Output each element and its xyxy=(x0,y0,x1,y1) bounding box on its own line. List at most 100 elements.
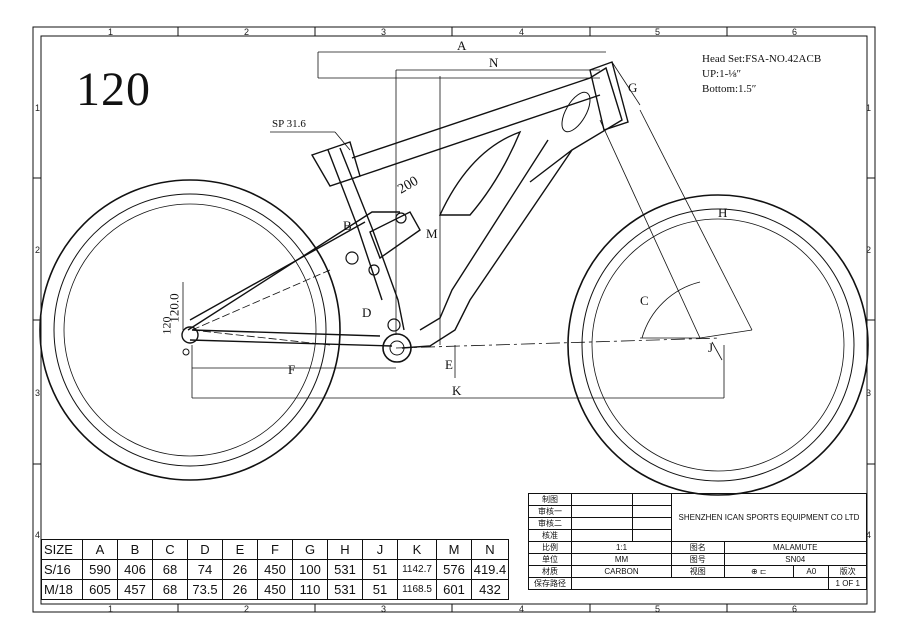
pivots xyxy=(345,212,407,332)
dim-label-h: H xyxy=(718,205,728,220)
grid-col-label: 3 xyxy=(381,27,387,37)
dim-label-n: N xyxy=(489,55,499,70)
table-cell: 73.5 xyxy=(187,579,223,600)
table-cell: 26 xyxy=(222,579,258,600)
material-value: CARBON xyxy=(571,565,672,578)
grid-col-label: 2 xyxy=(244,604,250,614)
title-block-cell xyxy=(571,493,633,506)
title-block-label: 比例 xyxy=(528,541,572,554)
table-header: SIZE xyxy=(41,539,83,560)
grid-row-label: 4 xyxy=(866,530,872,540)
table-header: D xyxy=(187,539,223,560)
frame-outline xyxy=(187,61,629,349)
headset-line: UP:1-⅛″ xyxy=(702,68,742,80)
table-cell: 51 xyxy=(362,559,398,580)
title-block-label: 视图 xyxy=(671,565,725,578)
title-block-label: 审核一 xyxy=(528,505,572,518)
table-row: M/18 605 457 68 73.5 26 450 110 531 51 1… xyxy=(41,579,509,600)
dim-120-label: 120 xyxy=(159,316,174,335)
rear-axle xyxy=(181,326,199,356)
table-cell: 601 xyxy=(436,579,472,600)
table-cell: 406 xyxy=(117,559,153,580)
table-cell: 26 xyxy=(222,559,258,580)
table-cell: S/16 xyxy=(41,559,83,580)
grid-col-label: 6 xyxy=(792,27,798,37)
table-cell: 51 xyxy=(362,579,398,600)
travel-title: 120 xyxy=(76,63,151,116)
table-header: C xyxy=(152,539,188,560)
table-cell: 457 xyxy=(117,579,153,600)
table-header: G xyxy=(292,539,328,560)
scale-value: 1:1 xyxy=(571,541,672,554)
paper-size: A0 xyxy=(793,565,830,578)
drawing-name-value: MALAMUTE xyxy=(723,541,867,554)
dim-label-a: A xyxy=(457,38,467,53)
table-cell: 450 xyxy=(257,579,293,600)
table-cell: 68 xyxy=(152,559,188,580)
dim-label-b: B xyxy=(343,218,352,233)
grid-row-label: 3 xyxy=(35,388,41,398)
projection-symbol-icon: ⊕ ⊏ xyxy=(723,565,795,578)
table-header: N xyxy=(471,539,509,560)
dim-label-g: G xyxy=(628,80,638,95)
table-cell: 590 xyxy=(82,559,118,580)
grid-row-label: 1 xyxy=(866,103,872,113)
table-cell: 531 xyxy=(327,559,363,580)
table-header: H xyxy=(327,539,363,560)
headset-line: Bottom:1.5″ xyxy=(702,83,757,95)
grid-col-label: 4 xyxy=(519,604,525,614)
dim-label-j: J xyxy=(708,340,714,355)
seatpost-label: SP 31.6 xyxy=(272,118,306,130)
title-block-label: 版次 xyxy=(828,565,867,578)
geometry-header-row: SIZE A B C D E F G H J K M N xyxy=(41,539,509,560)
grid-ticks xyxy=(33,27,875,612)
table-header: B xyxy=(117,539,153,560)
table-cell: 531 xyxy=(327,579,363,600)
grid-col-label: 5 xyxy=(655,604,661,614)
front-wheel xyxy=(567,194,869,496)
title-block-cell xyxy=(570,577,830,590)
table-cell: 68 xyxy=(152,579,188,600)
dim-label-k: K xyxy=(452,383,462,398)
dim-label-d: D xyxy=(362,305,372,320)
table-header: M xyxy=(436,539,472,560)
grid-col-label: 1 xyxy=(108,27,114,37)
dimension-lines xyxy=(182,51,753,399)
dim-label-c: C xyxy=(640,293,649,308)
table-cell: M/18 xyxy=(41,579,83,600)
headset-line: Head Set:FSA-NO.42ACB xyxy=(702,53,822,65)
grid-col-label: 3 xyxy=(381,604,387,614)
title-block-label: 单位 xyxy=(528,553,572,566)
table-cell: 450 xyxy=(257,559,293,580)
grid-row-label: 2 xyxy=(866,245,872,255)
dim-label-m: M xyxy=(426,226,438,241)
title-block-cell xyxy=(571,529,633,542)
title-block: 制图 SHENZHEN ICAN SPORTS EQUIPMENT CO LTD… xyxy=(528,493,867,590)
title-block-label: 核准 xyxy=(528,529,572,542)
table-header: F xyxy=(257,539,293,560)
dim-label-e: E xyxy=(445,357,453,372)
table-header: A xyxy=(82,539,118,560)
grid-col-label: 1 xyxy=(108,604,114,614)
table-row: S/16 590 406 68 74 26 450 100 531 51 114… xyxy=(41,559,509,580)
drawing-number-value: SN04 xyxy=(723,553,867,566)
table-header: J xyxy=(362,539,398,560)
title-block-label: 图名 xyxy=(671,541,725,554)
table-cell: 100 xyxy=(292,559,328,580)
table-header: E xyxy=(222,539,258,560)
grid-row-label: 3 xyxy=(866,388,872,398)
grid-row-label: 4 xyxy=(35,530,41,540)
dim-label-f: F xyxy=(288,362,296,377)
title-block-label: 审核二 xyxy=(528,517,572,530)
grid-col-label: 6 xyxy=(792,604,798,614)
table-cell: 1168.5 xyxy=(397,579,437,600)
table-cell: 576 xyxy=(436,559,472,580)
title-block-cell xyxy=(632,517,672,530)
title-block-label: 制图 xyxy=(528,493,572,506)
grid-row-label: 1 xyxy=(35,103,41,113)
grid-col-label: 5 xyxy=(655,27,661,37)
table-cell: 74 xyxy=(187,559,223,580)
table-cell: 432 xyxy=(471,579,509,600)
grid-col-label: 4 xyxy=(519,27,525,37)
